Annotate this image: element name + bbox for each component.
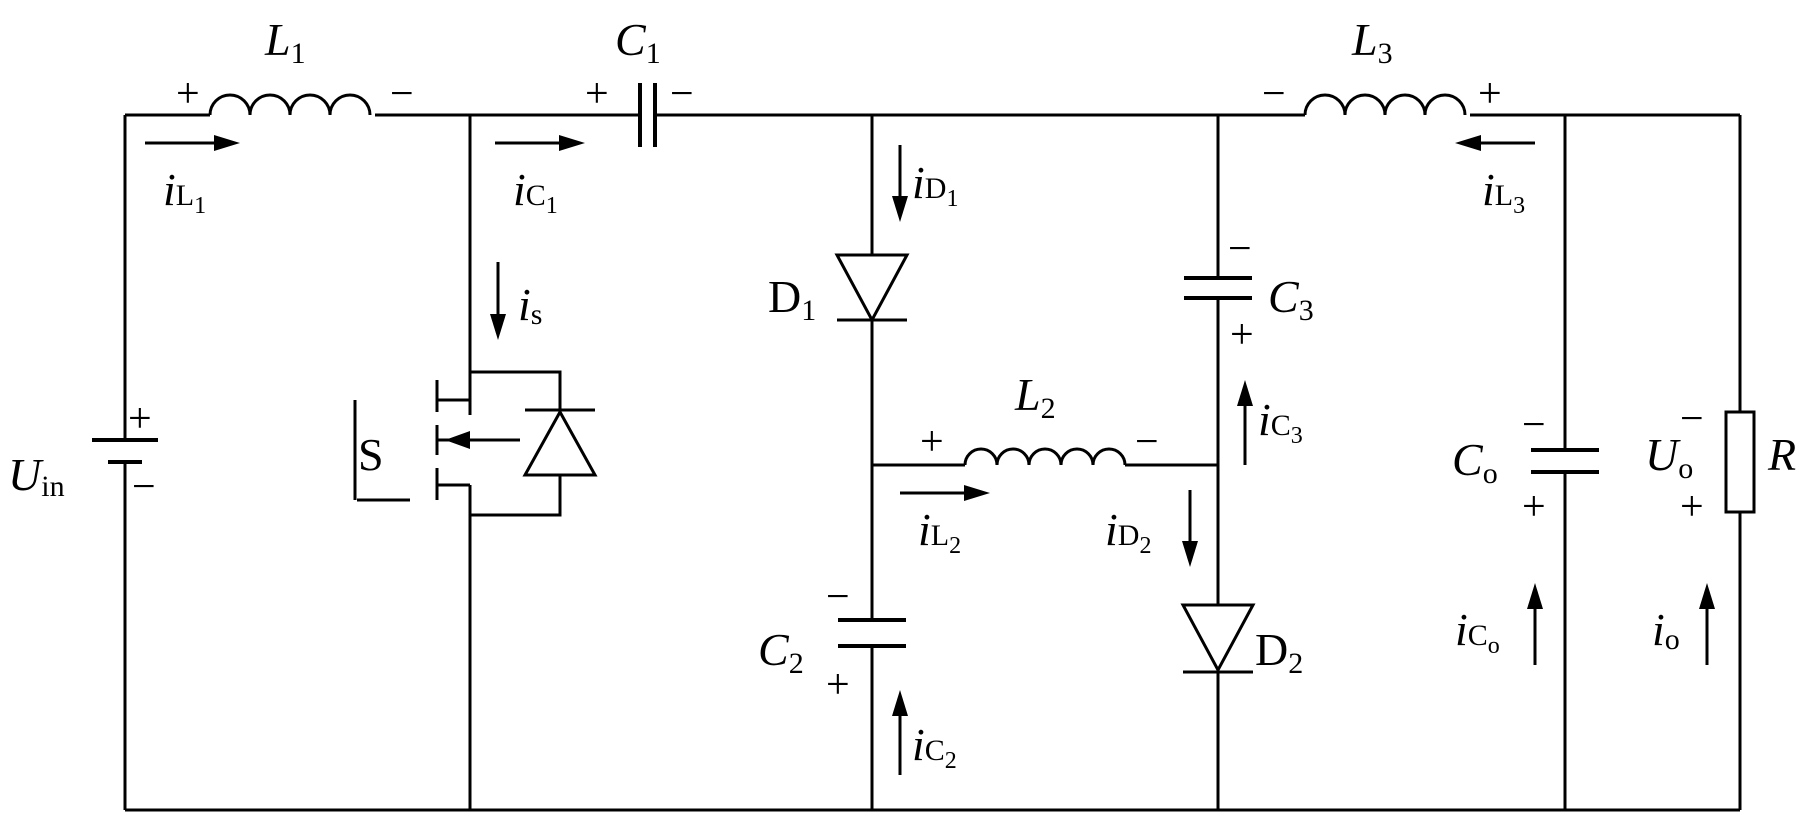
minus-c3: −: [1228, 226, 1252, 272]
minus-l3: −: [1262, 71, 1286, 117]
plus-c2: +: [826, 662, 850, 708]
label-r: R: [1767, 429, 1796, 480]
minus-c1: −: [670, 71, 694, 117]
dc-source-uin: [92, 438, 158, 482]
capacitor-c2: [838, 618, 906, 648]
label-i-c1: iC1: [513, 164, 558, 219]
minus-c2: −: [826, 574, 850, 620]
plus-l1: +: [176, 71, 200, 117]
minus-l2: −: [1135, 419, 1159, 465]
label-i-d2: iD2: [1105, 504, 1151, 559]
diode-d2: [1180, 603, 1256, 674]
label-i-d1: iD1: [912, 157, 958, 212]
plus-c1: +: [585, 71, 609, 117]
label-i-c3: iC3: [1258, 394, 1303, 449]
label-i-co: iCo: [1455, 604, 1500, 659]
wires: [123, 113, 1742, 812]
polarity-marks: + − + − − + + − + − − + − + − + − +: [128, 71, 1704, 708]
label-i-o: io: [1652, 604, 1680, 656]
label-i-c2: iC2: [912, 719, 957, 774]
plus-l3: +: [1478, 71, 1502, 117]
minus-uo: −: [1680, 396, 1704, 442]
plus-co: +: [1522, 484, 1546, 530]
inductor-l3: [1303, 93, 1467, 116]
plus-l2: +: [920, 419, 944, 465]
capacitor-c3: [1184, 276, 1252, 300]
label-l3: L3: [1351, 14, 1393, 70]
plus-uo: +: [1680, 484, 1704, 530]
label-uo: Uo: [1645, 429, 1693, 485]
label-d2: D2: [1255, 624, 1303, 680]
label-c1: C1: [615, 14, 661, 70]
capacitor-c1: [638, 83, 657, 147]
label-i-s: is: [518, 279, 542, 331]
component-labels: L1 C1 L3 L2 C2 C3 Co Uin Uo R S D1 D2: [8, 14, 1796, 680]
capacitor-co: [1531, 448, 1599, 474]
inductor-l1: [208, 93, 372, 116]
minus-co: −: [1522, 402, 1546, 448]
label-l2: L2: [1014, 369, 1056, 425]
label-uin: Uin: [8, 449, 65, 503]
label-i-l3: iL3: [1482, 164, 1525, 219]
minus-l1: −: [390, 71, 414, 117]
label-d1: D1: [768, 271, 816, 327]
label-i-l2: iL2: [918, 504, 961, 559]
plus-c3: +: [1230, 312, 1254, 358]
label-i-l1: iL1: [163, 164, 206, 219]
label-co: Co: [1452, 434, 1498, 490]
mosfet-switch-s: [353, 370, 598, 517]
label-l1: L1: [264, 14, 306, 70]
resistor-r: [1724, 410, 1756, 514]
minus-uin: −: [132, 464, 156, 510]
current-labels: iL1 iC1 iL3 iD1 is iL2 iC3 iD2 iC2 iCo i…: [163, 157, 1680, 774]
diode-d1: [834, 253, 910, 324]
inductor-l2: [963, 447, 1127, 466]
current-arrows: [145, 135, 1715, 775]
label-s: S: [358, 429, 384, 480]
label-c2: C2: [758, 624, 804, 680]
plus-uin: +: [128, 396, 152, 442]
label-c3: C3: [1268, 271, 1314, 327]
